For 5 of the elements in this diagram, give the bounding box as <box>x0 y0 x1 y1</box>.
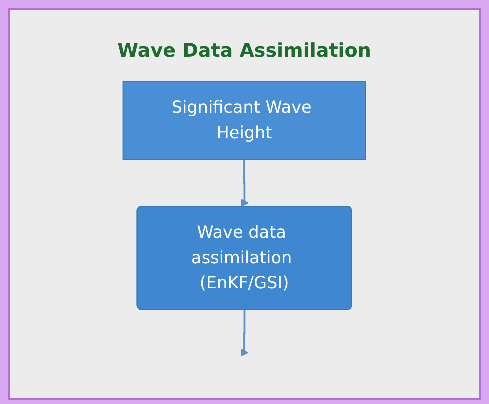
arrow <box>240 158 249 208</box>
diagram-title: Wave Data Assimilation <box>116 40 372 62</box>
arrow <box>240 309 249 357</box>
node-box <box>122 81 366 160</box>
diagram-background: Wave Data Assimilation Significant Wave Height Wave data assimilation (EnKF/GSI) <box>8 8 481 400</box>
